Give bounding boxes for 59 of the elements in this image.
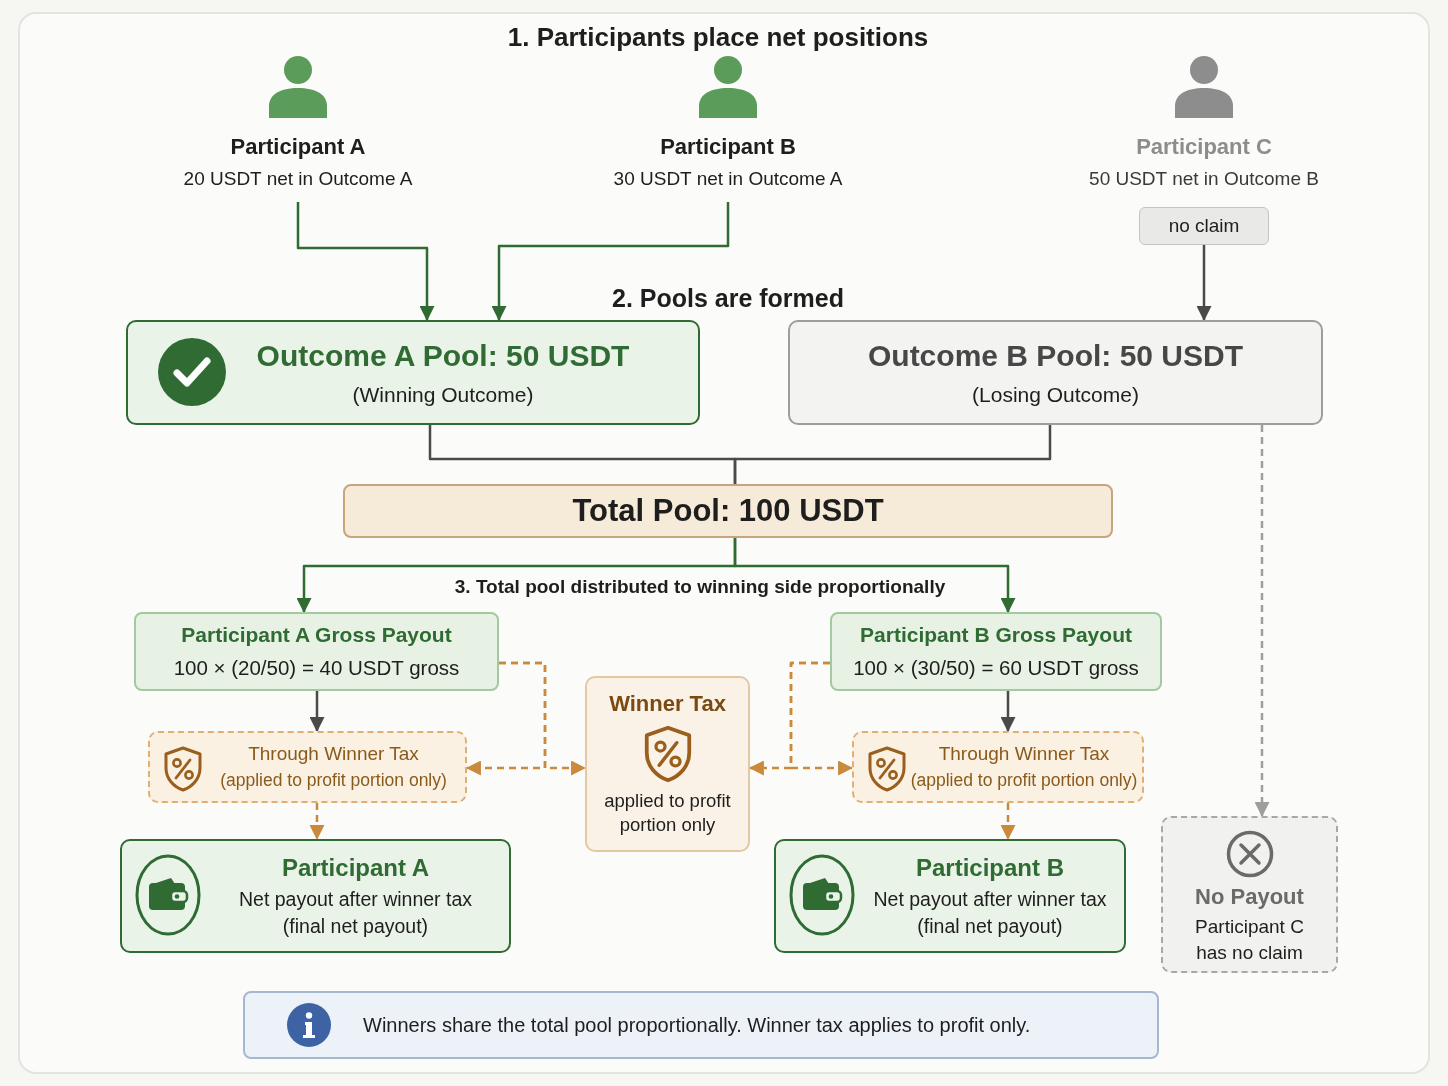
arrow bbox=[1000, 691, 1016, 733]
dashed-arrow bbox=[789, 661, 854, 776]
connector-line bbox=[733, 425, 1052, 484]
net-payout-text: Net payout after winner tax bbox=[873, 888, 1107, 911]
info-banner bbox=[243, 991, 1159, 1059]
pool-subtitle: (Losing Outcome) bbox=[972, 382, 1139, 407]
arrow bbox=[309, 691, 325, 733]
no-payout-title: No Payout bbox=[1195, 884, 1304, 910]
dashed-arrow bbox=[1254, 425, 1270, 818]
tax-box bbox=[585, 676, 750, 852]
pool-subtitle: (Winning Outcome) bbox=[352, 382, 534, 407]
position-text: 30 USDT net in Outcome A bbox=[613, 168, 843, 190]
payout-title: Participant B Gross Payout bbox=[860, 623, 1132, 647]
step-heading: 1. Participants place net positions bbox=[507, 22, 929, 53]
no-payout-box bbox=[1161, 816, 1338, 973]
step-heading: 3. Total pool distributed to winning side proportionally bbox=[454, 576, 946, 598]
tax-step-title: Through Winner Tax bbox=[938, 743, 1110, 765]
participant-name: Participant B bbox=[660, 134, 796, 160]
tax-step-box bbox=[148, 731, 467, 803]
pool-box bbox=[788, 320, 1323, 425]
net-payout-note: (final net payout) bbox=[917, 915, 1063, 938]
tax-step-title: Through Winner Tax bbox=[248, 743, 419, 765]
net-payout-text: Net payout after winner tax bbox=[238, 888, 472, 911]
tax-title: Winner Tax bbox=[609, 690, 726, 717]
dashed-arrow bbox=[1000, 803, 1016, 841]
total-pool-box bbox=[343, 484, 1113, 538]
net-payout-title: Participant A bbox=[281, 854, 430, 882]
status-tag bbox=[1139, 207, 1269, 245]
dashed-arrow bbox=[465, 661, 547, 776]
position-text: 20 USDT net in Outcome A bbox=[183, 168, 413, 190]
dashed-arrow bbox=[309, 803, 325, 841]
payout-formula: 100 × (30/50) = 60 USDT gross bbox=[853, 656, 1139, 680]
info-text: Winners share the total pool proportionally. Winner tax applies to profit only. bbox=[363, 1013, 1031, 1037]
arrow bbox=[733, 538, 1016, 614]
net-payout-note: (final net payout) bbox=[282, 915, 429, 938]
payout-box bbox=[830, 612, 1162, 691]
tax-step-note: (applied to profit portion only) bbox=[910, 770, 1138, 791]
total-pool-text: Total Pool: 100 USDT bbox=[572, 493, 884, 529]
step-heading: 2. Pools are formed bbox=[612, 284, 844, 313]
net-payout-box bbox=[774, 839, 1126, 953]
tax-step-note: (applied to profit portion only) bbox=[220, 770, 447, 791]
no-payout-text: Participant C has no claim bbox=[1194, 915, 1305, 965]
tax-step-box bbox=[852, 731, 1144, 803]
participant-name: Participant A bbox=[230, 134, 366, 160]
status-text: no claim bbox=[1168, 215, 1240, 237]
payout-formula: 100 × (20/50) = 40 USDT gross bbox=[173, 656, 460, 680]
position-text: 50 USDT net in Outcome B bbox=[1089, 168, 1319, 190]
arrow bbox=[1196, 245, 1212, 322]
net-payout-box bbox=[120, 839, 511, 953]
pool-box bbox=[126, 320, 700, 425]
tax-description: applied to profit portion only bbox=[603, 788, 732, 837]
payout-box bbox=[134, 612, 499, 691]
pool-title: Outcome A Pool: 50 USDT bbox=[256, 338, 630, 373]
pool-title: Outcome B Pool: 50 USDT bbox=[867, 338, 1243, 373]
arrow bbox=[296, 202, 435, 322]
arrow bbox=[491, 202, 730, 322]
payout-title: Participant A Gross Payout bbox=[181, 623, 452, 647]
participant-name: Participant C bbox=[1136, 134, 1272, 160]
net-payout-title: Participant B bbox=[916, 854, 1064, 882]
